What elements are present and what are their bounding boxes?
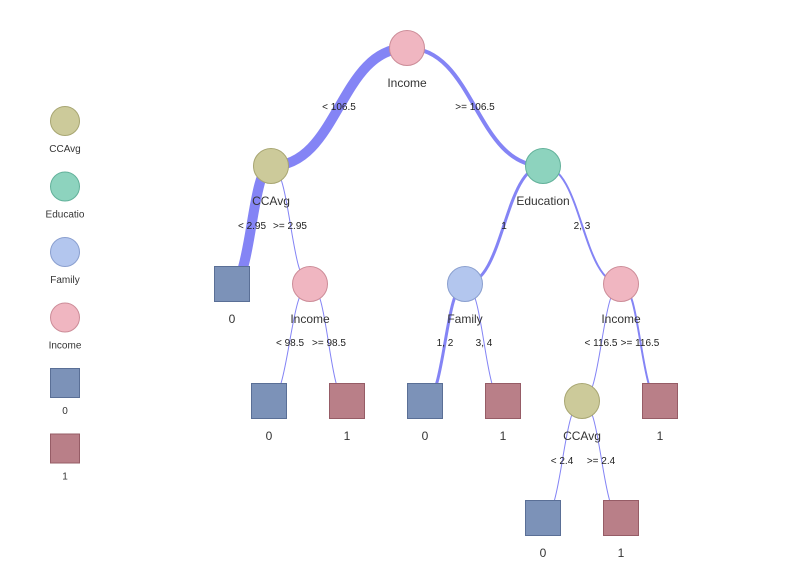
node-label: 0 [422, 429, 429, 443]
legend-item-family: Family [50, 237, 80, 286]
node-square [329, 383, 365, 419]
node-label: Income [290, 312, 330, 326]
edge-label: >= 98.5 [312, 338, 346, 349]
legend-item-educatio: Educatio [46, 171, 85, 221]
split-node-ccavg[interactable]: CCAvg [563, 383, 601, 444]
legend-square-icon [50, 433, 80, 464]
node-label: 1 [344, 429, 351, 443]
legend-item-1: 1 [50, 433, 80, 483]
node-circle [603, 266, 639, 302]
node-square [525, 500, 561, 536]
node-square [251, 383, 287, 419]
legend-circle-icon [50, 171, 80, 202]
edge-label: 1, 2 [437, 338, 454, 349]
edge-label: < 2.4 [551, 456, 574, 467]
node-label: 1 [657, 429, 664, 443]
split-node-education[interactable]: Education [516, 148, 570, 209]
node-circle [292, 266, 328, 302]
tree-edge[interactable] [270, 43, 408, 171]
node-label: Income [387, 76, 427, 90]
legend-circle-icon [50, 237, 80, 267]
leaf-node-1[interactable]: 1 [329, 383, 365, 444]
leaf-node-1[interactable]: 1 [642, 383, 678, 444]
legend-square-icon [50, 368, 80, 398]
legend-label: Family [50, 275, 79, 286]
split-node-income[interactable]: Income [290, 266, 330, 327]
edge-label: < 106.5 [322, 102, 356, 113]
leaf-node-0[interactable]: 0 [251, 383, 287, 444]
leaf-node-0[interactable]: 0 [407, 383, 443, 444]
legend-label: 1 [62, 472, 68, 483]
leaf-node-1[interactable]: 1 [485, 383, 521, 444]
edge-label: >= 2.4 [587, 456, 616, 467]
edge-label: 3, 4 [476, 338, 493, 349]
edge-label: < 2.95 [238, 221, 267, 232]
legend-item-0: 0 [50, 368, 80, 417]
node-label: CCAvg [563, 429, 601, 443]
edge-label: >= 116.5 [621, 338, 660, 349]
node-square [485, 383, 521, 419]
legend-item-ccavg: CCAvg [49, 106, 81, 155]
legend-label: Income [49, 341, 82, 352]
node-circle [389, 30, 425, 66]
node-label: Income [601, 312, 641, 326]
tree-edge[interactable] [406, 46, 544, 168]
split-node-family[interactable]: Family [447, 266, 483, 327]
edge-label: >= 106.5 [455, 102, 495, 113]
leaf-node-0[interactable]: 0 [525, 500, 561, 561]
legend-circle-icon [50, 302, 80, 333]
edge-label: < 98.5 [276, 338, 305, 349]
edge-label: 2, 3 [574, 221, 591, 232]
node-label: 0 [266, 429, 273, 443]
edge-labels-layer: < 106.5 >= 106.5 < 2.95 >= 2.95 1 2, 3 < 98.5 >… [238, 102, 660, 467]
split-node-income[interactable]: Income [387, 30, 427, 91]
legend-circle-icon [50, 106, 80, 136]
legend-item-income: Income [49, 302, 82, 352]
node-label: Education [516, 194, 569, 208]
legend-label: 0 [62, 406, 68, 417]
edge-label: >= 2.95 [273, 221, 307, 232]
node-circle [253, 148, 289, 184]
node-circle [447, 266, 483, 302]
node-square [603, 500, 639, 536]
split-node-ccavg[interactable]: CCAvg [252, 148, 290, 209]
node-label: 0 [540, 546, 547, 560]
node-square [214, 266, 250, 302]
node-label: CCAvg [252, 194, 290, 208]
node-label: 1 [618, 546, 625, 560]
node-label: Family [447, 312, 482, 326]
node-circle [525, 148, 561, 184]
legend-label: CCAvg [49, 144, 81, 155]
node-square [642, 383, 678, 419]
node-circle [564, 383, 600, 419]
split-node-income[interactable]: Income [601, 266, 641, 327]
node-label: 0 [229, 312, 236, 326]
legend-label: Educatio [46, 210, 85, 221]
edge-label: 1 [501, 221, 507, 232]
node-square [407, 383, 443, 419]
node-label: 1 [500, 429, 507, 443]
leaf-node-0[interactable]: 0 [214, 266, 250, 327]
leaf-node-1[interactable]: 1 [603, 500, 639, 561]
edge-label: < 116.5 [585, 338, 618, 349]
